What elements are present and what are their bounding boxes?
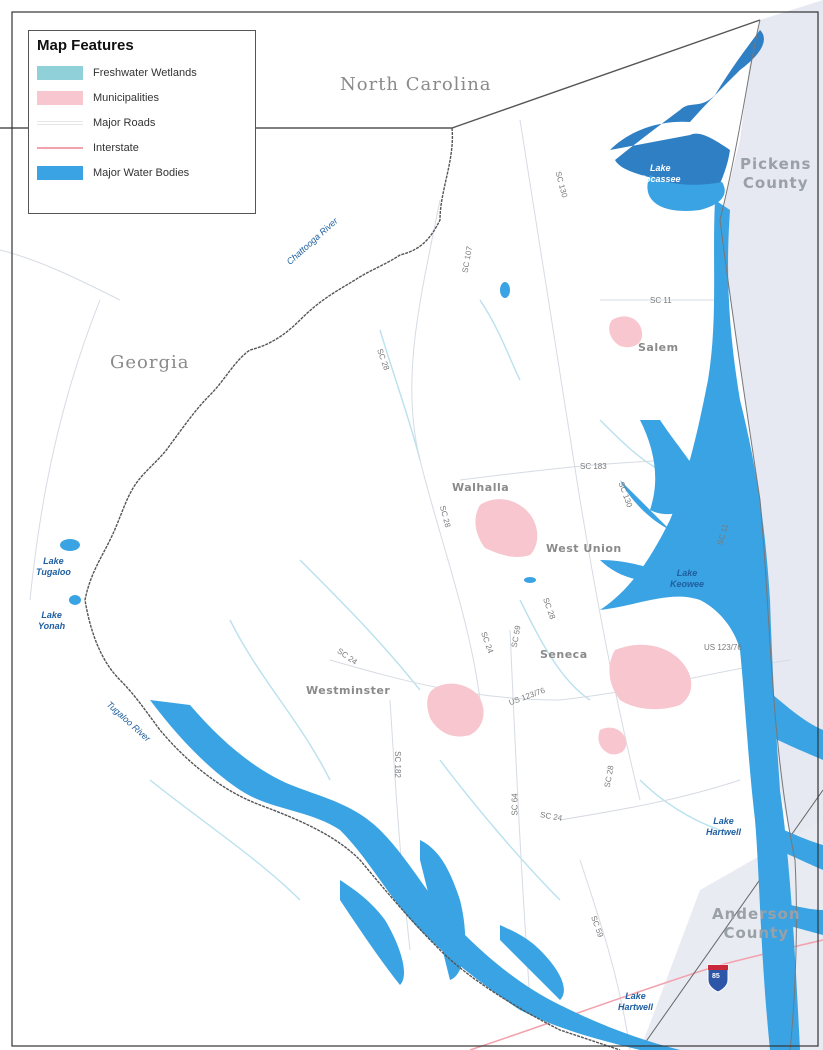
lake-name: Hartwell <box>706 827 742 837</box>
georgia-sc-boundary <box>84 127 621 1050</box>
lake-word: Lake <box>43 556 64 566</box>
legend-label: Major Water Bodies <box>93 166 190 179</box>
pickens-county-area <box>720 0 823 1050</box>
legend-item-interstate: Interstate <box>37 135 247 160</box>
lake-word: Lake <box>650 163 671 173</box>
legend-label: Freshwater Wetlands <box>93 66 197 79</box>
county-name: Pickens <box>740 155 812 173</box>
lake-keowee <box>600 200 800 1050</box>
lake-jocassee <box>610 30 764 197</box>
county-word: County <box>742 174 809 192</box>
lake-name: Yonah <box>38 621 66 631</box>
hartwell-east-arms <box>755 680 823 935</box>
lake-jocassee-arms <box>647 175 725 211</box>
water-swatch <box>37 165 83 180</box>
lake-hartwell-mid-label: Lake Hartwell <box>706 816 741 838</box>
legend-item-wetlands: Freshwater Wetlands <box>37 60 247 85</box>
lake-name: Tugaloo <box>36 567 71 577</box>
small-lake <box>69 595 81 605</box>
legend-label: Major Roads <box>93 116 156 129</box>
anderson-county-label: Anderson County <box>712 905 801 943</box>
lake-hartwell-south-label: Lake Hartwell <box>618 991 653 1013</box>
road-label-us123-east: US 123/76 <box>704 643 742 652</box>
walhalla-label: Walhalla <box>452 481 510 494</box>
small-lake <box>524 577 536 583</box>
pickens-oconee-boundary <box>719 19 797 1050</box>
legend-title: Map Features <box>37 37 134 54</box>
tugaloo-river-lake <box>150 700 680 1050</box>
anderson-boundary <box>639 789 823 1050</box>
small-lake <box>60 539 80 551</box>
road-label-sc183: SC 183 <box>580 462 607 471</box>
lake-word: Lake <box>676 568 698 578</box>
lake-jocassee-label: Lake Jocassee <box>640 163 681 185</box>
west-union-label: West Union <box>546 542 622 555</box>
lake-yonah-label: Lake Yonah <box>38 610 65 632</box>
map-frame <box>11 11 819 1047</box>
legend-item-municipalities: Municipalities <box>37 85 247 110</box>
lake-word: Lake <box>625 991 646 1001</box>
wetlands-swatch <box>37 65 83 80</box>
lake-word: Lake <box>713 816 734 826</box>
seneca-label: Seneca <box>540 648 588 661</box>
interstate-swatch <box>37 146 83 149</box>
hartwell-west-arms <box>340 840 564 1000</box>
pickens-county-label: Pickens County <box>740 155 811 193</box>
county-word: County <box>723 924 790 942</box>
county-name: Anderson <box>712 905 801 923</box>
road-label-sc182: SC 182 <box>392 751 402 778</box>
municipalities <box>427 316 692 755</box>
road-label-sc64: SC 64 <box>510 793 520 816</box>
i85-shield <box>707 964 729 993</box>
legend-label: Municipalities <box>93 91 160 104</box>
lake-word: Lake <box>41 610 62 620</box>
salem-label: Salem <box>638 341 679 354</box>
westminster-label: Westminster <box>306 684 391 697</box>
lake-tugaloo-label: Lake Tugaloo <box>36 556 71 578</box>
lake-name: Hartwell <box>618 1002 654 1012</box>
legend-label: Interstate <box>93 141 139 154</box>
map-legend: Map Features Freshwater Wetlands Municip… <box>28 30 256 214</box>
lake-name: Jocassee <box>640 174 681 184</box>
keowee-arms <box>600 420 710 582</box>
roads-swatch <box>37 120 83 125</box>
lake-name: Keowee <box>670 579 705 589</box>
georgia-label: Georgia <box>110 352 190 373</box>
north-carolina-label: North Carolina <box>340 74 492 95</box>
i85-shield-label: 85 <box>712 973 720 980</box>
road-label-sc11: SC 11 <box>650 296 672 305</box>
legend-item-water: Major Water Bodies <box>37 160 247 185</box>
lake-keowee-label: Lake Keowee <box>670 568 704 590</box>
legend-item-roads: Major Roads <box>37 110 247 135</box>
small-lake <box>500 282 510 298</box>
municipalities-swatch <box>37 90 83 105</box>
